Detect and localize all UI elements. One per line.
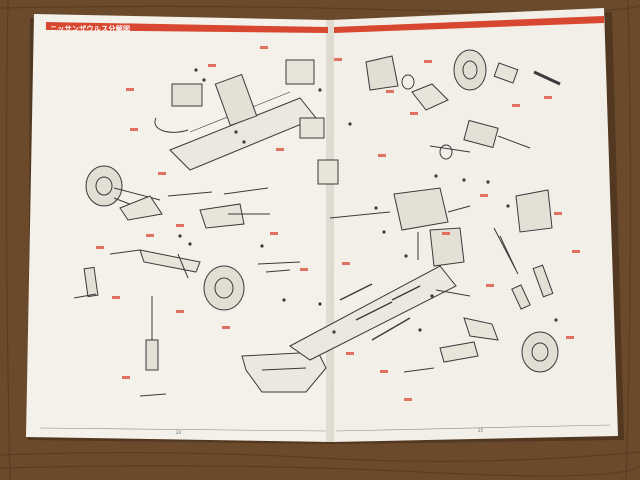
shock-left <box>83 266 99 298</box>
wheel-left-top <box>85 165 123 207</box>
screws <box>178 68 558 334</box>
shock-center <box>145 339 159 371</box>
heading-bar-left <box>46 22 328 33</box>
wheel-left-bottom <box>203 265 245 311</box>
motor <box>463 119 499 149</box>
servo-box <box>285 59 315 85</box>
heading-bar-right <box>334 16 604 33</box>
spine-crease <box>326 20 334 442</box>
gearbox <box>393 187 449 231</box>
gear-cover <box>365 55 399 91</box>
wheel-right-bottom <box>521 331 559 373</box>
left-page-number: 24 <box>176 430 182 435</box>
part-reference-marks <box>96 46 580 401</box>
right-page-number: 25 <box>478 428 484 433</box>
shock-right <box>532 264 554 298</box>
diagram-heading: ニッサンザウルス分解図 <box>50 25 131 33</box>
wheel-right-top <box>453 49 487 91</box>
receiver-box <box>171 83 203 107</box>
exploded-diagram <box>73 49 561 397</box>
speed-control <box>214 73 258 127</box>
right-page-rule <box>335 424 611 432</box>
left-page-rule <box>39 427 327 432</box>
